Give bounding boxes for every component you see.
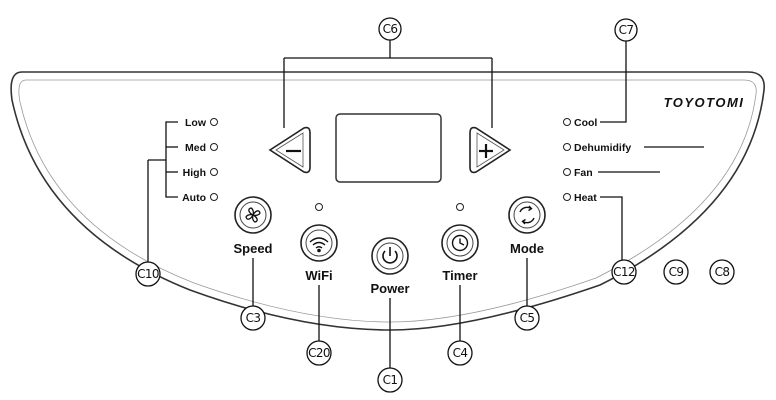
svg-text:C1: C1 (383, 373, 398, 387)
callout-c8: C8 (644, 146, 735, 285)
mode-fan: Fan (574, 167, 593, 179)
svg-text:C4: C4 (453, 346, 468, 360)
svg-text:C7: C7 (619, 23, 634, 37)
svg-text:C20: C20 (308, 346, 330, 360)
power-button[interactable] (371, 237, 409, 275)
led-dehumidify (563, 143, 571, 151)
svg-text:C10: C10 (137, 267, 159, 281)
led-cool (563, 118, 571, 126)
power-button-label: Power (370, 281, 409, 296)
callout-c12: C12 (600, 196, 637, 285)
clock-icon (451, 234, 469, 252)
led-timer-indicator (456, 203, 464, 211)
callout-c6: C6 (283, 17, 493, 128)
mode-button[interactable] (508, 196, 546, 234)
svg-text:C12: C12 (613, 265, 635, 279)
mode-button-label: Mode (510, 241, 544, 256)
mode-list: Cool Dehumidify Fan Heat (563, 117, 631, 204)
led-heat (563, 193, 571, 201)
wifi-button[interactable] (300, 224, 338, 262)
lcd-display (335, 113, 442, 183)
callout-c5: C5 (514, 258, 540, 331)
mode-cycle-icon (519, 205, 535, 225)
callout-c10: C10 (135, 121, 178, 287)
svg-text:C5: C5 (520, 311, 535, 325)
mode-dehumidify: Dehumidify (574, 142, 631, 154)
svg-text:C3: C3 (246, 311, 261, 325)
speed-level-low: Low (185, 117, 207, 129)
svg-text:C9: C9 (669, 265, 684, 279)
led-fan (563, 168, 571, 176)
power-icon (382, 247, 398, 264)
callout-c4: C4 (447, 285, 473, 366)
callout-c7: C7 (600, 18, 638, 123)
callout-c20: C20 (306, 285, 332, 366)
speed-level-med: Med (185, 142, 206, 154)
svg-text:C8: C8 (715, 265, 730, 279)
plus-icon (479, 144, 493, 158)
speed-level-high: High (183, 167, 206, 179)
led-low (210, 118, 218, 126)
speed-level-auto: Auto (182, 192, 206, 204)
led-wifi-indicator (315, 203, 323, 211)
minus-button[interactable] (268, 126, 311, 174)
brand-logo: TOYOTOMI (664, 95, 745, 110)
wifi-button-label: WiFi (305, 268, 332, 283)
speed-button-label: Speed (233, 241, 272, 256)
callout-c9: C9 (598, 171, 689, 285)
led-auto (210, 193, 218, 201)
led-med (210, 143, 218, 151)
mode-heat: Heat (574, 192, 597, 204)
wifi-icon (309, 237, 329, 253)
plus-button[interactable] (469, 126, 512, 174)
speed-level-list: Low Med High Auto (182, 117, 218, 204)
led-high (210, 168, 218, 176)
fan-icon (245, 207, 261, 223)
mode-cool: Cool (574, 117, 597, 129)
speed-button[interactable] (234, 196, 272, 234)
callout-c1: C1 (377, 298, 403, 393)
timer-button-label: Timer (442, 268, 477, 283)
callout-c3: C3 (240, 258, 266, 331)
svg-text:C6: C6 (383, 22, 398, 36)
timer-button[interactable] (441, 224, 479, 262)
